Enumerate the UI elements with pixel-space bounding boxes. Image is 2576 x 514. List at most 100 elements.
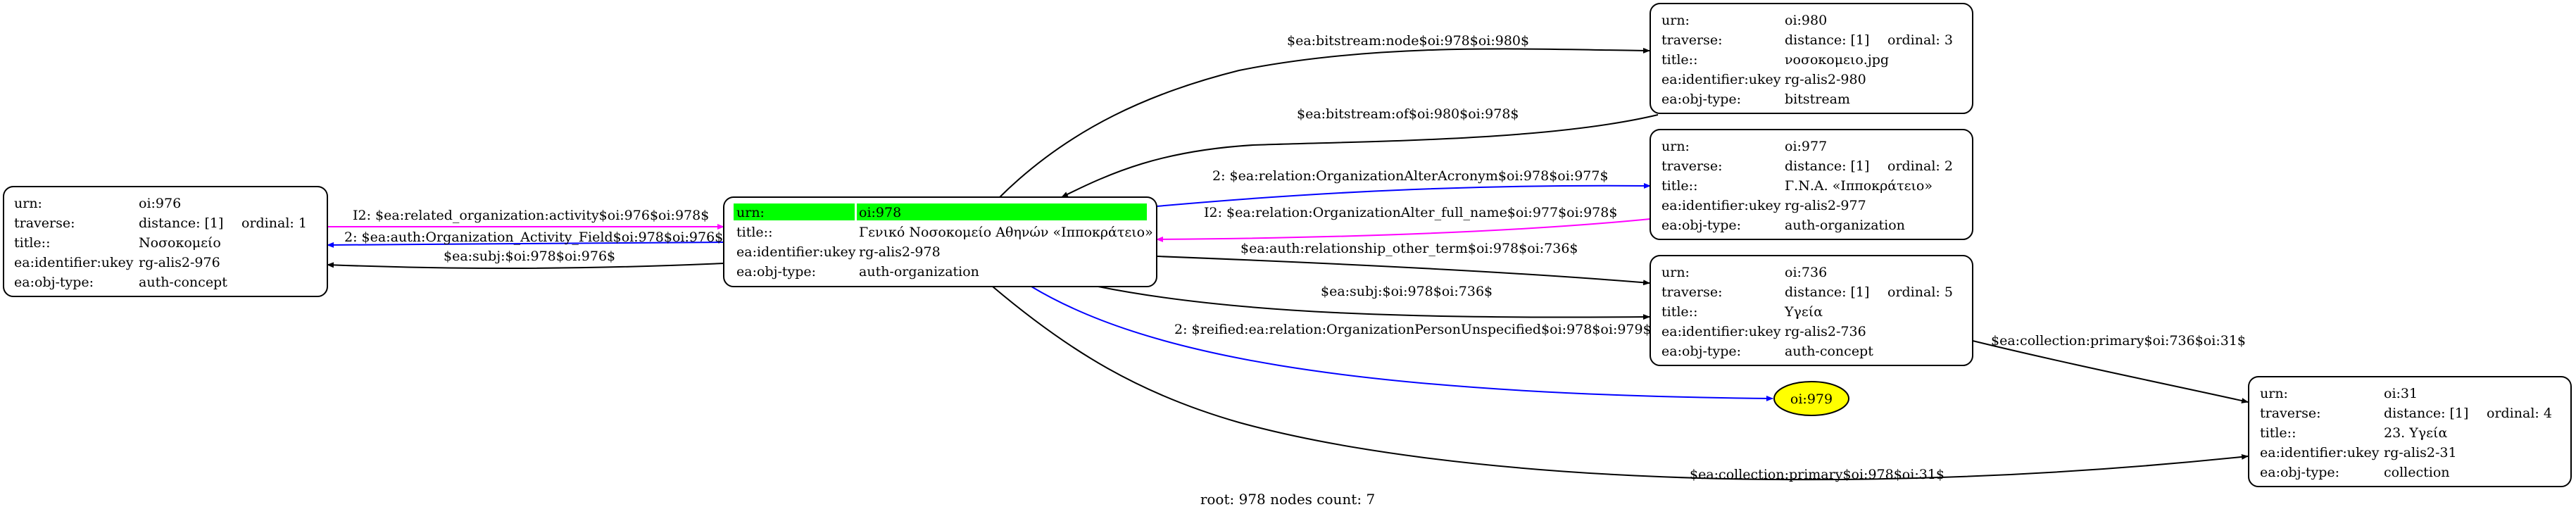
node-oi980-val-3: rg-alis2-980 <box>1785 72 1866 87</box>
node-oi977-key-1: traverse: <box>1661 158 1723 174</box>
node-oi977-key-0: urn: <box>1661 139 1690 154</box>
node-oi976-key-3: ea:identifier:ukey <box>14 255 134 270</box>
node-oi736-key-4: ea:obj-type: <box>1661 344 1741 359</box>
edge-alter-full-name <box>1156 218 1651 242</box>
edge-label-5: $ea:bitstream:of$oi:980$oi:978$ <box>1297 106 1519 122</box>
node-oi976-ord-1: ordinal: 1 <box>241 215 307 231</box>
node-oi977-key-2: title:: <box>1661 178 1697 194</box>
edge-alter-acronym <box>1156 182 1651 207</box>
node-oi976-key-2: title:: <box>14 235 50 251</box>
edge-subj-976 <box>327 262 724 269</box>
node-oi31-key-3: ea:identifier:ukey <box>2260 445 2380 460</box>
node-oi978-val-2: rg-alis2-978 <box>859 244 941 260</box>
node-oi976-val-3: rg-alis2-976 <box>139 255 220 270</box>
edge-label-9: $ea:subj:$oi:978$oi:736$ <box>1321 284 1493 299</box>
edge-label-12: $ea:collection:primary$oi:978$oi:31$ <box>1690 467 1944 482</box>
node-oi31-val-3: rg-alis2-31 <box>2384 445 2457 460</box>
edge-bitstream-of <box>1061 114 1659 198</box>
edge-label-2: 2: $ea:auth:Organization_Activity_Field$… <box>344 230 723 245</box>
node-oi736-val-1: distance: [1] <box>1785 284 1869 300</box>
node-oi979[interactable]: oi:979 <box>1773 381 1849 416</box>
node-oi976-val-0: oi:976 <box>139 196 181 211</box>
node-oi977-val-2: Γ.Ν.Α. «Ιπποκράτειο» <box>1785 178 1933 194</box>
edge-label-1: I2: $ea:related_organization:activity$oi… <box>353 208 709 223</box>
node-oi736-val-2: Υγεία <box>1784 304 1823 320</box>
node-oi978-key-3: ea:obj-type: <box>736 264 816 280</box>
node-oi31-val-2: 23. Υγεία <box>2384 425 2447 441</box>
edge-label-11: $ea:collection:primary$oi:736$oi:31$ <box>1991 333 2246 349</box>
node-oi31-key-4: ea:obj-type: <box>2260 465 2339 480</box>
node-oi31-ord-1: ordinal: 4 <box>2487 406 2552 421</box>
node-oi976-key-0: urn: <box>14 196 42 211</box>
edge-collection-primary-736 <box>1972 340 2249 403</box>
node-oi977-key-3: ea:identifier:ukey <box>1661 198 1781 213</box>
node-oi31-val-0: oi:31 <box>2384 386 2418 401</box>
node-oi977-key-4: ea:obj-type: <box>1661 218 1741 233</box>
edge-label-10: 2: $reified:ea:relation:OrganizationPers… <box>1174 322 1652 337</box>
node-oi977-val-0: oi:977 <box>1785 139 1827 154</box>
edge-subj-736 <box>1098 286 1650 320</box>
node-oi980-key-0: urn: <box>1661 13 1690 28</box>
node-oi736-val-0: oi:736 <box>1785 265 1827 280</box>
node-oi31[interactable]: urn: oi:31 traverse: distance: [1] ordin… <box>2248 376 2572 487</box>
node-oi977[interactable]: urn: oi:977 traverse: distance: [1] ordi… <box>1650 129 1973 240</box>
node-oi31-val-4: collection <box>2384 465 2450 480</box>
node-oi980-val-4: bitstream <box>1785 92 1850 107</box>
node-oi736-ord-1: ordinal: 5 <box>1887 284 1953 300</box>
node-oi31-key-0: urn: <box>2260 386 2288 401</box>
edges <box>327 47 2249 481</box>
node-oi980-key-2: title:: <box>1661 52 1697 68</box>
node-oi978-val-1: Γενικό Νοσοκομείο Αθηνών «Ιπποκράτειο» <box>859 225 1153 240</box>
node-oi736-key-2: title:: <box>1661 304 1697 320</box>
node-oi976-key-4: ea:obj-type: <box>14 275 94 290</box>
node-oi736-key-3: ea:identifier:ukey <box>1661 324 1781 339</box>
edge-bitstream-node <box>998 47 1650 199</box>
node-oi978-key-1: title:: <box>736 225 772 240</box>
node-oi31-key-2: title:: <box>2260 425 2296 441</box>
node-oi980-val-1: distance: [1] <box>1785 32 1869 48</box>
node-oi980-val-2: νοσοκομειο.jpg <box>1785 52 1889 68</box>
node-oi980[interactable]: urn: oi:980 traverse: distance: [1] ordi… <box>1650 3 1973 114</box>
node-oi736-key-0: urn: <box>1661 265 1690 280</box>
node-oi977-ord-1: ordinal: 2 <box>1887 158 1953 174</box>
node-oi976[interactable]: urn: oi:976 traverse: distance: [1] ordi… <box>3 186 328 297</box>
node-oi980-val-0: oi:980 <box>1785 13 1827 28</box>
edge-label-8: $ea:auth:relationship_other_term$oi:978$… <box>1240 241 1578 256</box>
edge-label-7: I2: $ea:relation:OrganizationAlter_full_… <box>1204 205 1617 220</box>
edge-label-6: 2: $ea:relation:OrganizationAlterAcronym… <box>1212 168 1609 184</box>
node-oi980-key-1: traverse: <box>1661 32 1723 48</box>
node-oi978-key-2: ea:identifier:ukey <box>736 244 856 260</box>
node-oi736-key-1: traverse: <box>1661 284 1723 300</box>
edge-collection-primary-978 <box>992 286 2249 481</box>
node-oi980-key-4: ea:obj-type: <box>1661 92 1741 107</box>
edge-label-3: $ea:subj:$oi:978$oi:976$ <box>444 249 615 264</box>
node-oi976-val-4: auth-concept <box>139 275 227 290</box>
node-oi978[interactable]: urn: oi:978 title:: Γενικό Νοσοκομείο Αθ… <box>723 196 1157 287</box>
node-oi736[interactable]: urn: oi:736 traverse: distance: [1] ordi… <box>1650 255 1973 366</box>
node-oi976-val-1: distance: [1] <box>139 215 223 231</box>
node-oi31-val-1: distance: [1] <box>2384 406 2468 421</box>
node-oi976-key-1: traverse: <box>14 215 75 231</box>
node-oi978-highlight-val <box>857 203 1147 220</box>
node-oi978-val-0: oi:978 <box>859 205 901 220</box>
edge-label-4: $ea:bitstream:node$oi:978$oi:980$ <box>1287 33 1529 49</box>
edge-organization-activity-field <box>327 242 724 248</box>
node-oi978-key-0: urn: <box>736 205 765 220</box>
graph-footer: root: 978 nodes count: 7 <box>1200 491 1375 508</box>
edge-labels: I2: $ea:related_organization:activity$oi… <box>344 33 2246 482</box>
node-oi977-val-4: auth-organization <box>1785 218 1905 233</box>
node-oi31-key-1: traverse: <box>2260 406 2321 421</box>
edge-organization-person-unspecified <box>1031 286 1773 401</box>
node-oi736-val-3: rg-alis2-736 <box>1785 324 1866 339</box>
node-oi976-val-2: Νοσοκομείο <box>139 235 221 251</box>
node-oi980-key-3: ea:identifier:ukey <box>1661 72 1781 87</box>
node-oi978-val-3: auth-organization <box>859 264 979 280</box>
node-oi977-val-3: rg-alis2-977 <box>1785 198 1866 213</box>
edge-relationship-other-term <box>1156 256 1650 286</box>
node-oi977-val-1: distance: [1] <box>1785 158 1869 174</box>
node-oi978-highlight-key <box>734 203 855 220</box>
node-oi979-label: oi:979 <box>1790 391 1833 407</box>
node-oi980-ord-1: ordinal: 3 <box>1887 32 1953 48</box>
node-oi736-val-4: auth-concept <box>1785 344 1873 359</box>
